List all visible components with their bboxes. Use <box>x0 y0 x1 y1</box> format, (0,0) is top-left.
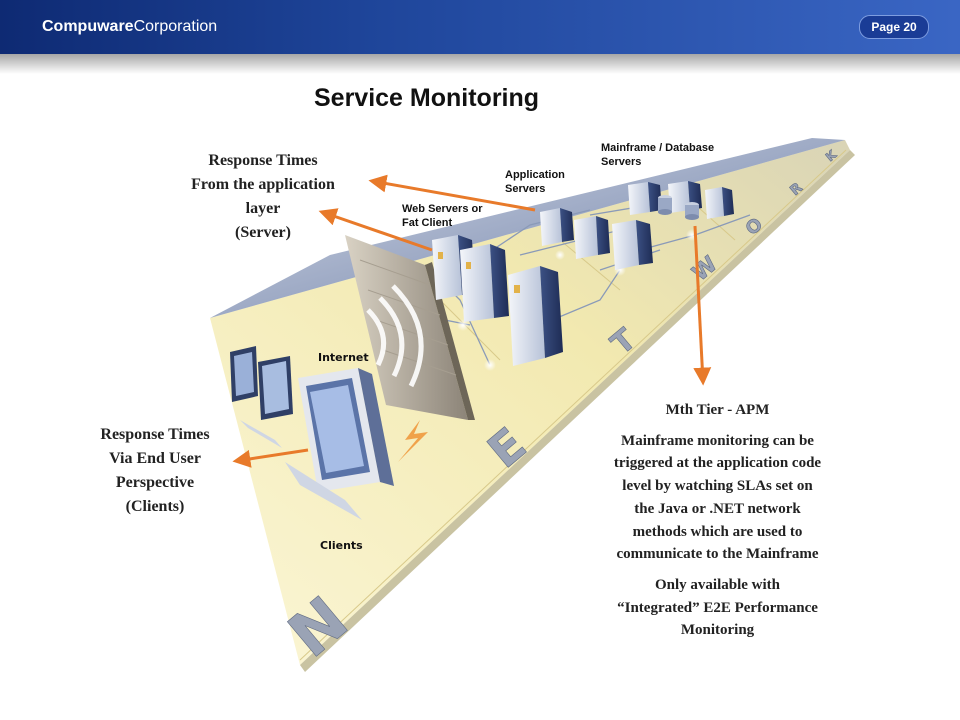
header-shadow <box>0 54 960 74</box>
client-response-arrow <box>232 448 309 468</box>
server-response-arrow-upper <box>368 174 536 212</box>
client-response-times-text: Response Times Via End User Perspective … <box>100 426 210 515</box>
mainframe-servers-icon <box>628 181 734 220</box>
server-response-times-text: Response Times From the application laye… <box>191 152 335 241</box>
header-bar <box>0 0 960 54</box>
apm-description: Mth Tier - APM Mainframe monitoring can … <box>575 399 860 642</box>
internet-label: Internet <box>318 351 369 364</box>
apm-heading: Mth Tier - APM <box>665 402 770 418</box>
slide-title: Service Monitoring <box>314 84 540 112</box>
application-servers-icon <box>540 208 653 270</box>
web-servers-icon <box>432 235 563 366</box>
client-computers-icon <box>230 346 394 520</box>
response-arrows <box>232 174 712 468</box>
page-number-badge: Page 20 <box>859 15 929 39</box>
clients-label: Clients <box>320 539 363 552</box>
server-response-arrow-lower <box>318 208 433 252</box>
signal-waves-icon <box>366 284 424 388</box>
mainframe-arrow <box>693 225 712 386</box>
brand-logo: CompuwareCorporation <box>42 18 218 35</box>
